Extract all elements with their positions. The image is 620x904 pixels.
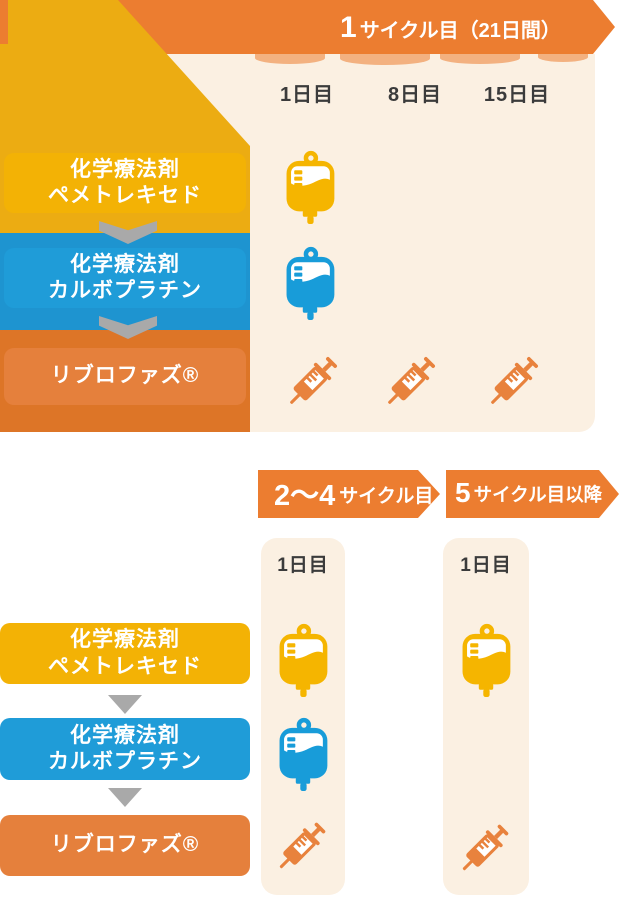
libtayo-label-line1: リブロファズ® [50, 364, 200, 388]
syringe-icon [454, 815, 518, 879]
cycle1-banner: 1 サイクル目（21日間） [110, 0, 615, 54]
cycle1-banner-text: 1 サイクル目（21日間） [340, 0, 561, 54]
carboplatin-label: 化学療法剤 カルボプラチン [4, 248, 246, 308]
carboplatin-label-line2: カルボプラチン [48, 279, 202, 302]
pemetrexed-label: 化学療法剤 ペメトレキセド [4, 153, 246, 213]
cycle1-banner-label: サイクル目（21日間） [359, 20, 561, 42]
iv-bag-icon [458, 623, 514, 697]
cycles-5-plus-number: 5 [455, 477, 471, 508]
later-cycles-section: 2〜4 サイクル目 5 サイクル目以降 1日目 1日目 化学療法剤 ペメトレキセ… [0, 465, 620, 904]
cycle1-section: 1 サイクル目（21日間） 1日目 8日目 15日目 化学療法剤 ペメトレキセド… [0, 0, 620, 432]
carboplatin-label: 化学療法剤 カルボプラチン [0, 718, 250, 780]
cycles-5-plus-banner: 5 サイクル目以降 [446, 470, 619, 518]
day-header-1: 1日目 [279, 84, 335, 106]
pemetrexed-label-line2: ペメトレキセド [48, 184, 202, 207]
cycles-2-4-banner: 2〜4 サイクル目 [258, 470, 440, 518]
syringe-icon [271, 813, 335, 877]
banner-wave-decoration [538, 52, 588, 62]
banner-wave-decoration [440, 52, 520, 64]
iv-bag-icon [275, 623, 331, 697]
pemetrexed-label-line2: ペメトレキセド [48, 654, 202, 678]
syringe-icon [281, 347, 347, 413]
libtayo-label: リブロファズ® [4, 348, 246, 405]
carboplatin-label-line2: カルボプラチン [48, 750, 202, 773]
banner-wave-decoration [255, 52, 325, 64]
iv-bag-icon [275, 717, 331, 791]
iv-bag-icon [282, 246, 338, 320]
day-header-col2: 1日目 [460, 555, 512, 576]
libtayo-label-line1: リブロファズ® [50, 833, 200, 857]
libtayo-label: リブロファズ® [0, 815, 250, 876]
down-triangle-icon [108, 695, 142, 714]
cycle1-banner-number: 1 [340, 11, 357, 44]
banner-wave-decoration [340, 52, 430, 65]
day-header-15: 15日目 [483, 84, 551, 106]
cycles-5-plus-label: サイクル目以降 [473, 484, 603, 505]
day-header-8: 8日目 [387, 84, 443, 106]
pemetrexed-label: 化学療法剤 ペメトレキセド [0, 623, 250, 684]
iv-bag-icon [282, 150, 338, 224]
cycles-2-4-label: サイクル目 [339, 485, 434, 507]
cycles-2-4-number: 2〜4 [274, 480, 336, 512]
day-header-col1: 1日目 [277, 555, 329, 576]
syringe-icon [379, 347, 445, 413]
carboplatin-label-line1: 化学療法剤 [70, 252, 180, 276]
syringe-icon [482, 347, 548, 413]
corner-accent [0, 0, 8, 44]
down-triangle-icon [108, 788, 142, 807]
carboplatin-label-line1: 化学療法剤 [70, 723, 180, 747]
pemetrexed-label-line1: 化学療法剤 [70, 628, 180, 652]
pemetrexed-label-line1: 化学療法剤 [70, 157, 180, 181]
